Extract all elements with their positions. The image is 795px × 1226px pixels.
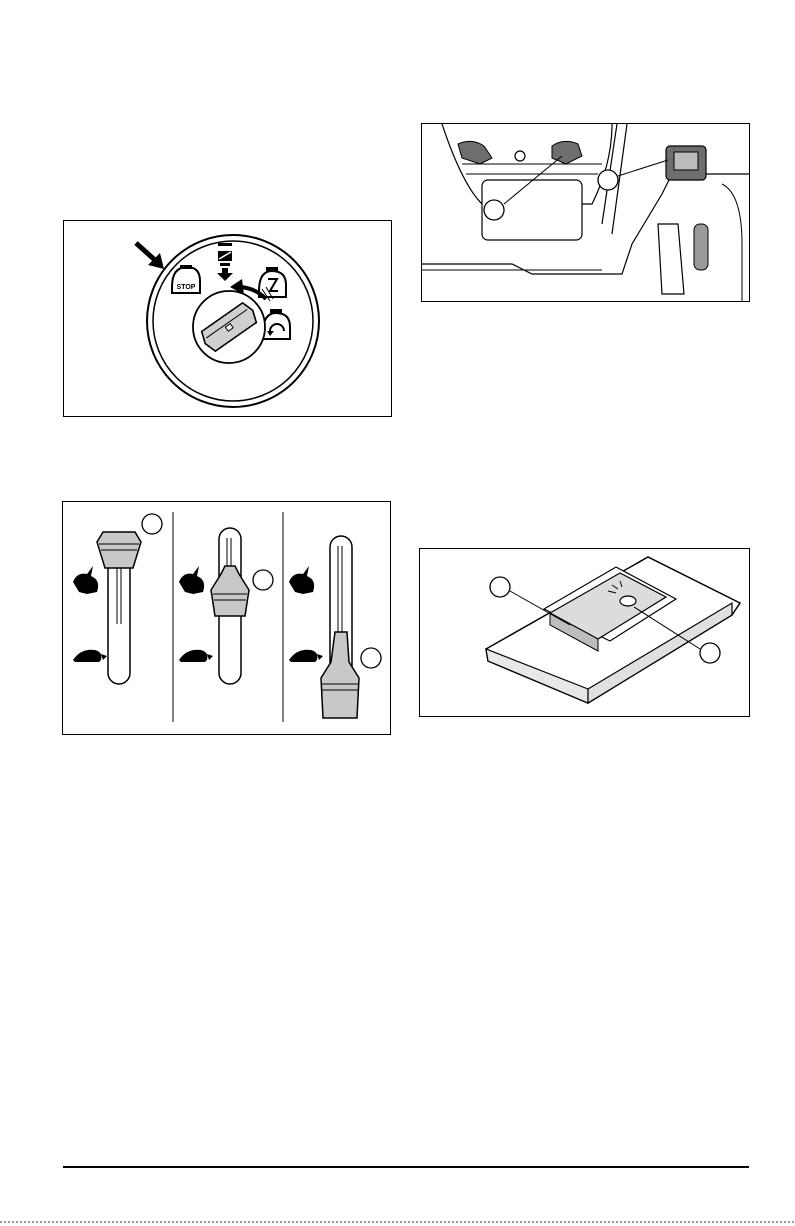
rocker-switch-illustration — [420, 549, 750, 717]
figure-throttle-control — [62, 501, 391, 735]
callout-circle — [361, 648, 381, 668]
footer-rule — [63, 1166, 749, 1168]
pointer-arrow-icon — [136, 243, 164, 269]
page-edge-dots — [0, 1221, 795, 1223]
callout-circle — [700, 643, 720, 663]
callout-circle — [253, 570, 273, 590]
callout-circle — [490, 577, 510, 597]
throttle-panel-mid — [179, 528, 273, 684]
callout-circle — [484, 200, 504, 220]
throttle-panel-slow — [289, 536, 381, 718]
ignition-switch-illustration: STOP — [64, 221, 392, 417]
figure-rocker-switch — [419, 548, 750, 717]
throttle-panel-fast — [73, 514, 162, 684]
rabbit-icon — [179, 566, 204, 594]
rabbit-icon — [73, 566, 98, 594]
turtle-icon — [179, 650, 213, 662]
dashboard-illustration — [422, 124, 750, 302]
turtle-icon — [289, 650, 323, 662]
stop-label: STOP — [177, 284, 196, 291]
indicator-light-icon — [620, 596, 636, 606]
figure-dashboard-view — [421, 123, 750, 302]
callout-circle — [142, 514, 162, 534]
figure-ignition-switch: STOP — [63, 220, 392, 417]
turtle-icon — [73, 650, 107, 662]
callout-circle — [598, 170, 618, 190]
rabbit-icon — [289, 566, 314, 594]
throttle-illustration — [63, 502, 391, 735]
